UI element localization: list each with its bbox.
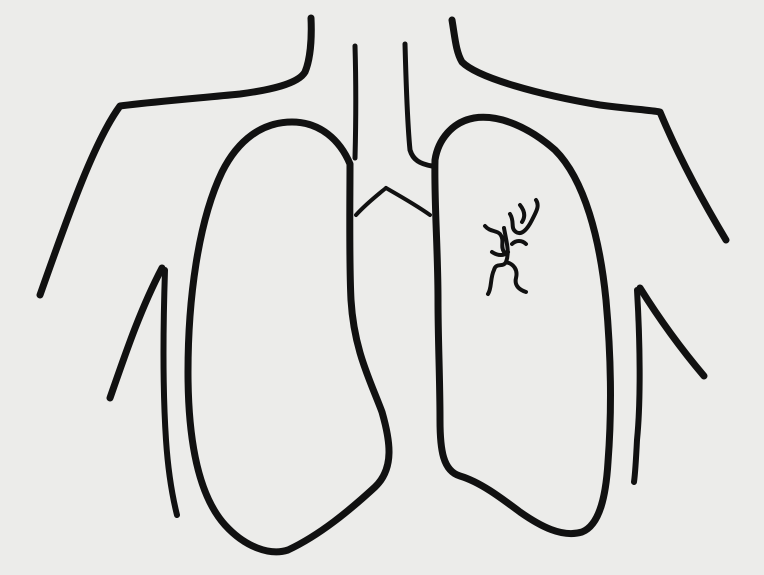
right-lung-outline: [188, 122, 389, 552]
trachea-right-wall: [405, 44, 432, 166]
left-lung-outline: [435, 117, 611, 533]
right-body-contour: [634, 290, 640, 482]
left-shoulder-outline: [40, 18, 311, 295]
right-flank-line: [640, 288, 704, 376]
bronchus-left: [356, 188, 386, 215]
left-flank-line: [110, 268, 162, 398]
bronchus-right: [386, 188, 430, 215]
lesion-marking: [485, 200, 538, 294]
trachea-left-wall: [355, 46, 356, 158]
left-body-contour: [164, 270, 177, 515]
